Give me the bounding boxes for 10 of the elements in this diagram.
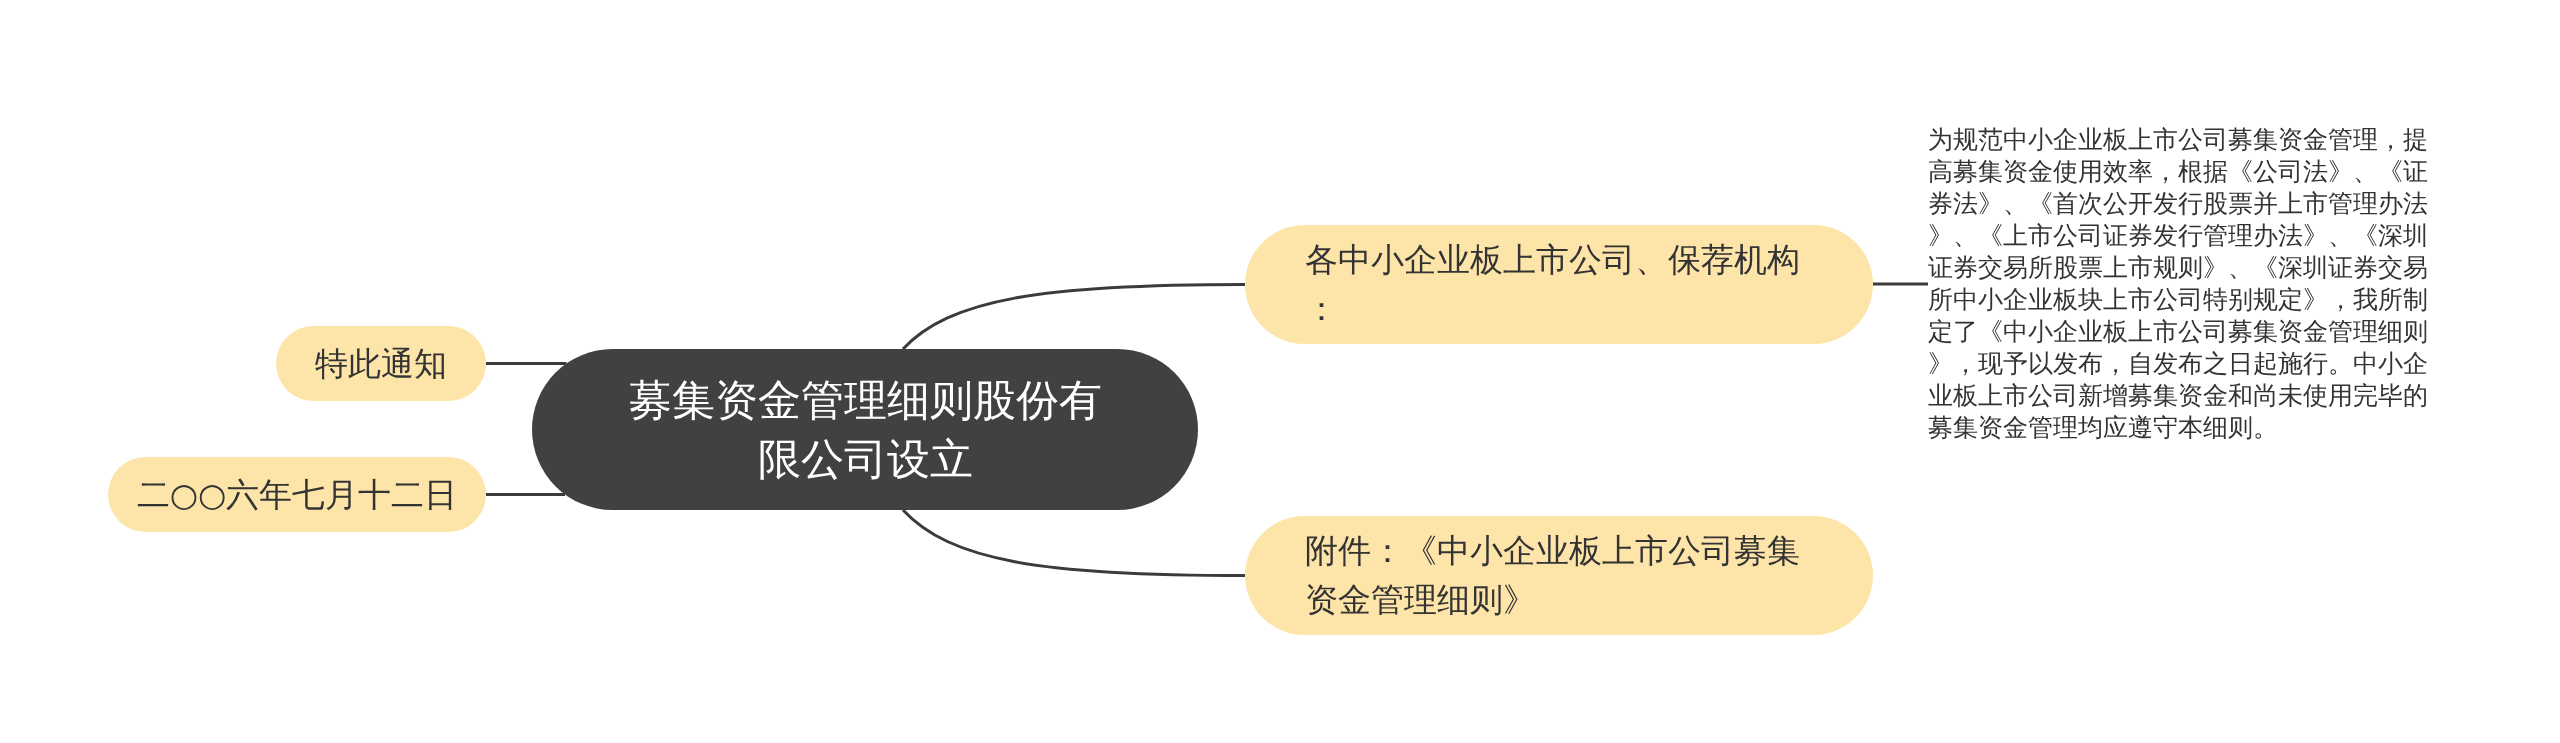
topic-label: 特此通知 — [314, 343, 448, 384]
topic-label: 各中小企业板上市公司、保荐机构： — [1305, 239, 1801, 330]
topic-label: 募集资金管理细则股份有限公司设立 — [627, 373, 1103, 486]
topic-label: 附件：《中小企业板上市公司募集资金管理细则》 — [1305, 530, 1801, 621]
note-text: 为规范中小企业板上市公司募集资金管理，提高募集资金使用效率，根据《公司法》、《证券法》、《首次公开发行股票并上市管理办法》、《上市公司证券发行管理办法》、《深圳证券交易所股票上市规则》、《深圳证券交易所中小企业板块上市公司特别规定》，我所制定了《中小企业板上市公司募集资金管理细则》，现予以发布，自发布之日起施行。中小企业板上市公司新增募集资金和尚未使用完毕的募集资金管理均应遵守本细则。 — [1928, 124, 2443, 444]
topic-label: 二○○六年七月十二日 — [135, 474, 459, 515]
connector-line — [486, 362, 567, 365]
connector-line — [901, 508, 1245, 577]
connector-line — [901, 283, 1245, 351]
connector-line — [1873, 282, 1928, 286]
